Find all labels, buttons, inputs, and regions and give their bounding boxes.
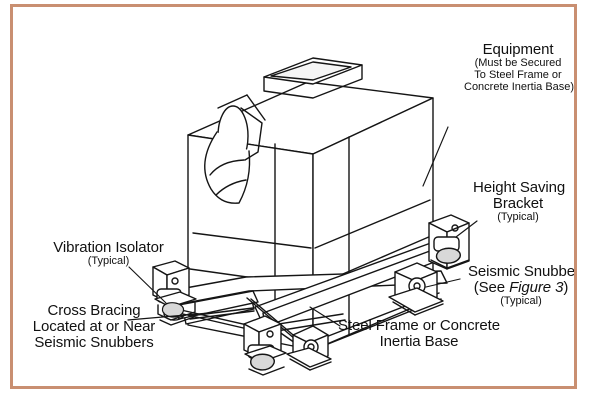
- pipe-fitting: [204, 94, 266, 204]
- height-saving-bracket-line-1: Height Saving: [473, 179, 566, 196]
- vibration-isolator-front: [243, 315, 287, 376]
- seismic-snubber-reference: (See Figure 3): [468, 280, 574, 296]
- cross-bracing-line-2: Located at or Near: [32, 318, 156, 336]
- seismic-equipment-mounting-illustration: [127, 57, 478, 376]
- equipment-label: Equipment (Must be Secured To Steel Fram…: [464, 41, 575, 94]
- diagram-frame: Equipment (Must be Secured To Steel Fram…: [10, 4, 577, 389]
- vibration-isolator-left: [152, 260, 197, 326]
- vibration-isolator-title: Vibration Isolator: [53, 239, 164, 256]
- cross-bracing-label: Cross Bracing Located at or Near Seismic…: [32, 302, 156, 352]
- equipment-title: Equipment: [482, 41, 554, 58]
- seismic-snubber-label: Seismic Snubber (See Figure 3) (Typical): [468, 263, 577, 308]
- vibration-isolator-label: Vibration Isolator (Typical): [44, 239, 173, 268]
- height-saving-bracket-label: Height Saving Bracket (Typical): [473, 179, 566, 224]
- seismic-snubber-note: (Typical): [500, 295, 542, 308]
- cross-bracing-line-1: Cross Bracing: [47, 302, 141, 319]
- cross-bracing-line-3: Seismic Snubbers: [34, 334, 154, 352]
- top-access-opening: [263, 57, 363, 99]
- vibration-isolator-note: (Typical): [87, 255, 130, 268]
- equipment-note-line-2: To Steel Frame or: [474, 69, 562, 82]
- equipment-note-line-1: (Must be Secured: [474, 57, 562, 70]
- seismic-snubber-see-prefix: (See: [473, 279, 510, 297]
- figure-reference: Figure 3: [509, 279, 564, 297]
- steel-frame-line-2: Inertia Base: [379, 333, 459, 351]
- height-saving-bracket-right: [428, 214, 470, 270]
- seismic-snubber-see-suffix: ): [563, 279, 569, 297]
- seismic-snubber-center: [286, 325, 332, 371]
- seismic-snubber-title: Seismic Snubber: [468, 263, 577, 280]
- seismic-snubber-right: [388, 262, 444, 316]
- height-saving-bracket-line-2: Bracket: [492, 195, 544, 213]
- leader-lines: [127, 126, 478, 327]
- steel-frame-line-1: Steel Frame or Concrete: [338, 317, 500, 334]
- equipment-note-line-3: Concrete Inertia Base): [464, 80, 575, 93]
- steel-frame-label: Steel Frame or Concrete Inertia Base: [333, 317, 505, 351]
- height-saving-bracket-note: (Typical): [497, 211, 539, 224]
